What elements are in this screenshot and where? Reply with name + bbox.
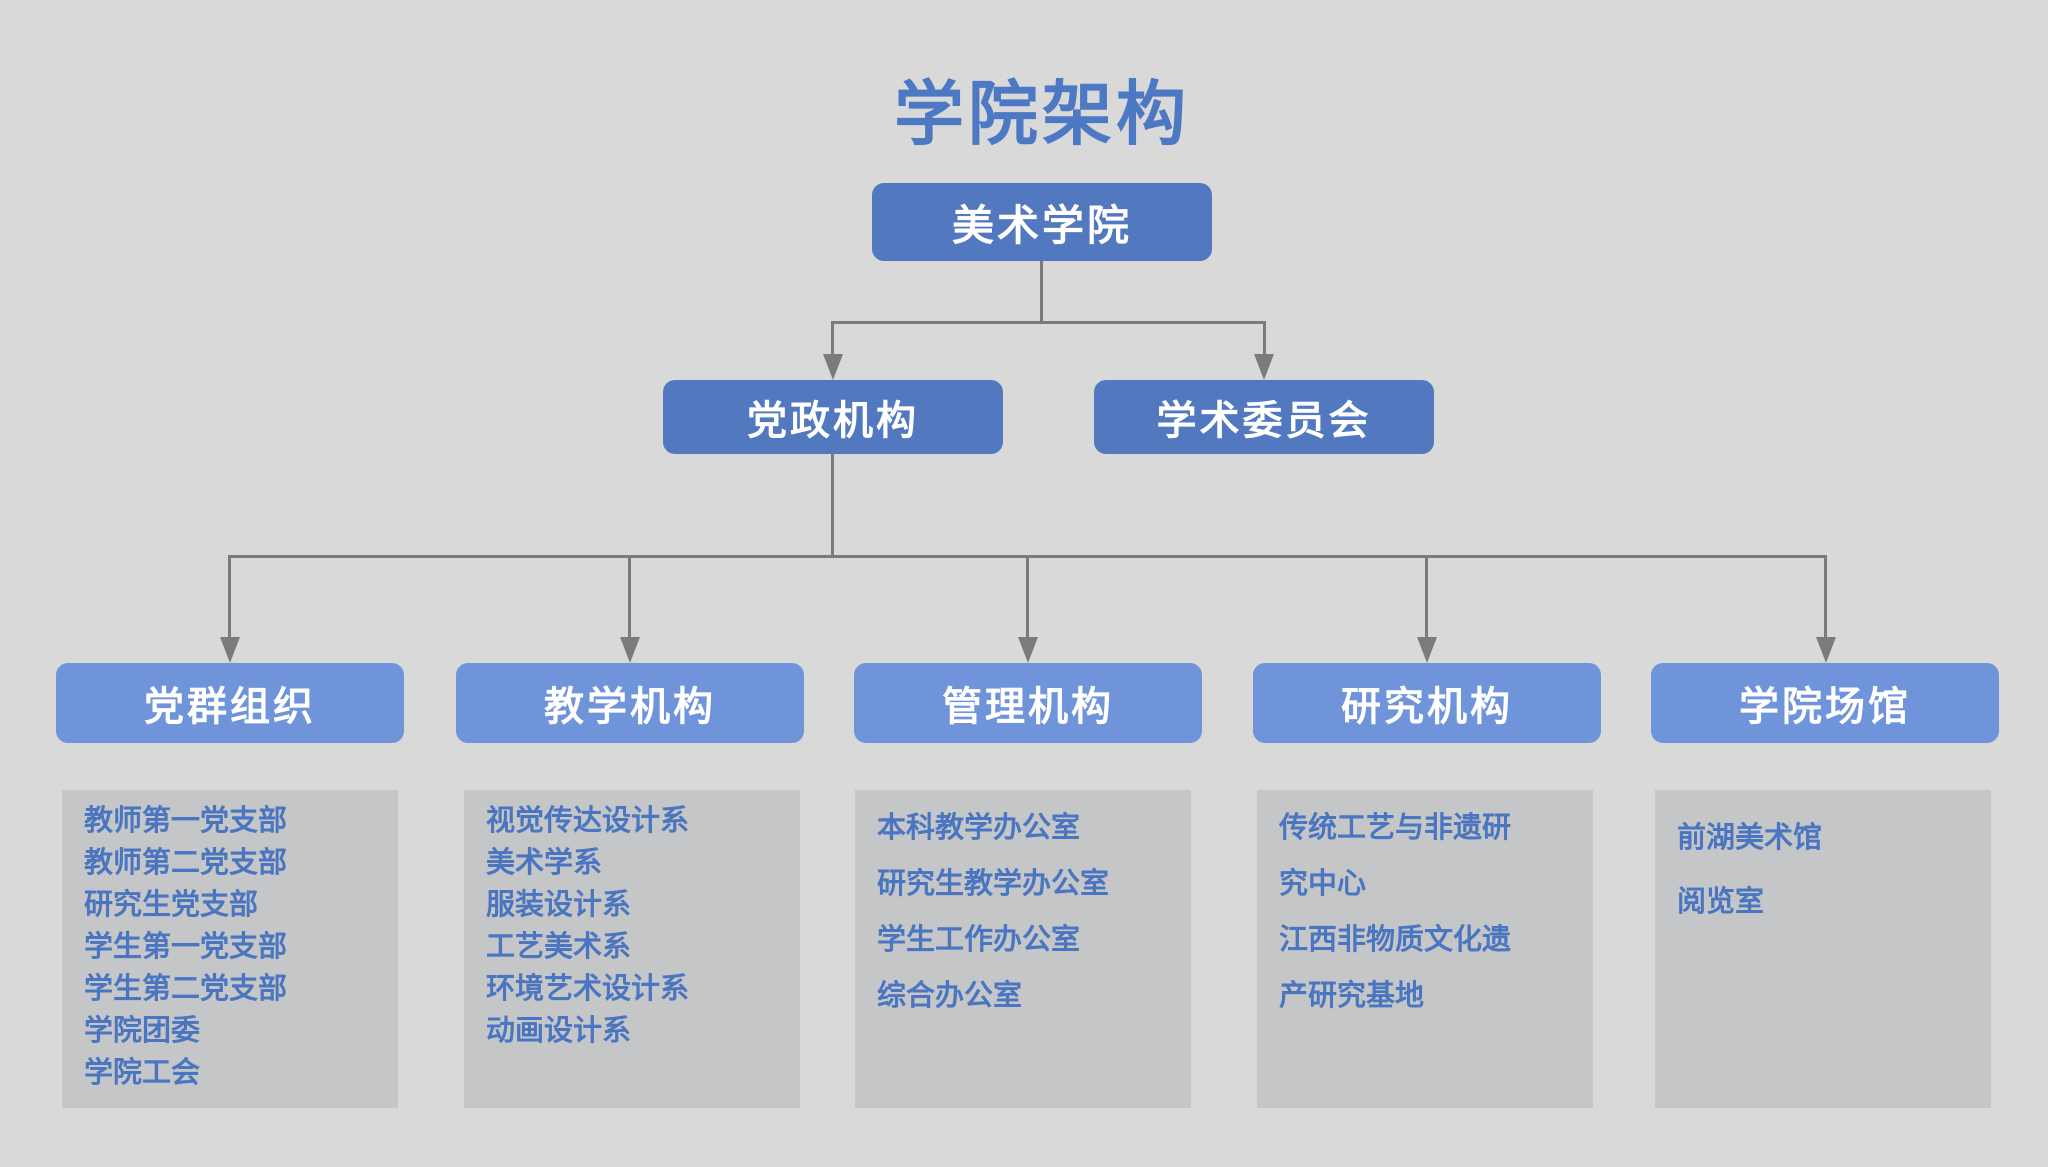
connector-drop-level2-left xyxy=(831,321,834,357)
connector-drop-branch-1 xyxy=(628,555,631,639)
connector-drop-level2-right xyxy=(1263,321,1266,357)
connector-drop-branch-0 xyxy=(228,555,231,639)
node-root: 美术学院 xyxy=(872,183,1212,261)
node-college-venues: 学院场馆 xyxy=(1651,663,1999,743)
list-item: 传统工艺与非遗研 xyxy=(1279,812,1512,844)
list-item: 学生第二党支部 xyxy=(84,973,288,1005)
list-item: 工艺美术系 xyxy=(486,931,632,963)
list-item: 本科教学办公室 xyxy=(877,812,1081,844)
list-item: 教师第二党支部 xyxy=(84,847,288,879)
node-party-mass-organizations-label: 党群组织 xyxy=(144,684,316,729)
list-item: 动画设计系 xyxy=(486,1015,632,1047)
node-teaching-institutions: 教学机构 xyxy=(456,663,804,743)
connector-root-stem xyxy=(1040,261,1043,323)
arrowhead-branch-3 xyxy=(1417,637,1437,663)
list-item: 视觉传达设计系 xyxy=(486,805,690,837)
connector-drop-branch-2 xyxy=(1026,555,1029,639)
arrowhead-branch-2 xyxy=(1018,637,1038,663)
arrowhead-level2-right xyxy=(1254,354,1274,380)
panel-management-institutions: 本科教学办公室 研究生教学办公室 学生工作办公室 综合办公室 xyxy=(855,790,1191,1108)
list-item: 综合办公室 xyxy=(877,980,1023,1012)
chart-title: 学院架构 xyxy=(894,73,1190,155)
list-item: 美术学系 xyxy=(486,847,603,879)
list-item: 研究生教学办公室 xyxy=(877,868,1110,900)
node-management-institutions: 管理机构 xyxy=(854,663,1202,743)
node-research-institutions: 研究机构 xyxy=(1253,663,1601,743)
node-party-government: 党政机构 xyxy=(663,380,1003,454)
list-item: 前湖美术馆 xyxy=(1677,822,1823,854)
node-party-mass-organizations: 党群组织 xyxy=(56,663,404,743)
connector-level2-stem xyxy=(831,454,834,557)
connector-drop-branch-3 xyxy=(1425,555,1428,639)
list-item: 产研究基地 xyxy=(1279,980,1425,1012)
list-item: 究中心 xyxy=(1279,868,1367,900)
list-item: 教师第一党支部 xyxy=(84,805,288,837)
arrowhead-level2-left xyxy=(823,354,843,380)
node-college-venues-label: 学院场馆 xyxy=(1739,684,1911,729)
arrowhead-branch-0 xyxy=(220,637,240,663)
list-item: 阅览室 xyxy=(1677,886,1765,918)
list-item: 服装设计系 xyxy=(486,889,632,921)
arrowhead-branch-1 xyxy=(620,637,640,663)
list-item: 学生工作办公室 xyxy=(877,924,1081,956)
list-item: 江西非物质文化遗 xyxy=(1279,924,1512,956)
node-academic-committee-label: 学术委员会 xyxy=(1156,398,1372,443)
node-academic-committee: 学术委员会 xyxy=(1094,380,1434,454)
panel-college-venues: 前湖美术馆 阅览室 xyxy=(1655,790,1991,1108)
arrowhead-branch-4 xyxy=(1816,637,1836,663)
node-root-label: 美术学院 xyxy=(951,200,1132,250)
node-research-institutions-label: 研究机构 xyxy=(1341,684,1513,729)
panel-research-institutions: 传统工艺与非遗研 究中心 江西非物质文化遗 产研究基地 xyxy=(1257,790,1593,1108)
list-item: 学院团委 xyxy=(84,1015,201,1047)
connector-drop-branch-4 xyxy=(1824,555,1827,639)
connector-root-crossbar xyxy=(831,321,1266,324)
list-item: 研究生党支部 xyxy=(84,889,259,921)
panel-teaching-institutions: 视觉传达设计系 美术学系 服装设计系 工艺美术系 环境艺术设计系 动画设计系 xyxy=(464,790,800,1108)
node-teaching-institutions-label: 教学机构 xyxy=(544,684,716,729)
list-item: 环境艺术设计系 xyxy=(486,973,690,1005)
list-item: 学院工会 xyxy=(84,1057,201,1089)
node-party-government-label: 党政机构 xyxy=(747,398,919,443)
panel-party-mass-organizations: 教师第一党支部 教师第二党支部 研究生党支部 学生第一党支部 学生第二党支部 学… xyxy=(62,790,398,1108)
list-item: 学生第一党支部 xyxy=(84,931,288,963)
node-management-institutions-label: 管理机构 xyxy=(942,684,1114,729)
